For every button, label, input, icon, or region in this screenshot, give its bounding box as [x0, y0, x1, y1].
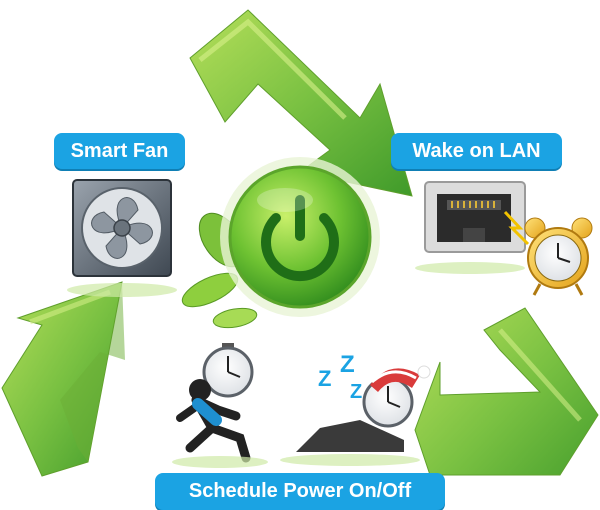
running-person-icon [172, 379, 268, 468]
fan-icon [67, 179, 177, 297]
smart-fan-label: Smart Fan [54, 133, 185, 169]
power-button-icon [220, 157, 380, 317]
recycle-arrow-icon [414, 307, 599, 506]
sleep-z: Z [318, 366, 331, 391]
stopwatch-icon [202, 343, 254, 398]
sleep-z: Z [340, 351, 355, 378]
ethernet-port-icon [415, 181, 530, 274]
recycle-arrow-icon [1, 281, 125, 477]
alarm-clock-icon [524, 217, 593, 296]
schedule-power-label: Schedule Power On/Off [155, 473, 445, 510]
sleep-z: Z [350, 381, 362, 403]
sleeping-person-icon: Z Z Z [280, 351, 431, 466]
wake-on-lan-label: Wake on LAN [391, 133, 562, 169]
